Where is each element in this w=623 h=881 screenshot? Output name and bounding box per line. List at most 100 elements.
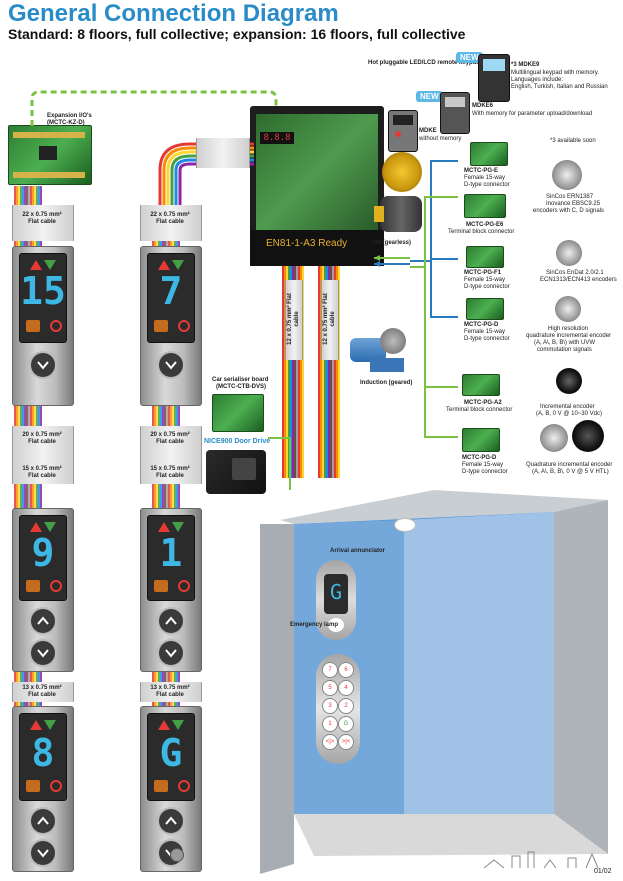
encoder-line1: Quadrature incremental encoder	[526, 462, 613, 468]
overload-icon	[178, 320, 190, 332]
pg-link-e6	[424, 196, 458, 198]
encoder-endat	[556, 240, 582, 266]
hall-station-15: 15	[12, 246, 74, 406]
call-down-button[interactable]	[29, 351, 57, 379]
cop-button-7[interactable]: G	[338, 716, 354, 732]
new-badge-mdke9: NEW	[456, 52, 483, 63]
door-drive-label: NICE900 Door Drive	[204, 438, 271, 445]
cop-button-0[interactable]: 7	[322, 662, 338, 678]
hall-station-8: 8	[12, 706, 74, 872]
direction-arrows-icon	[30, 260, 56, 270]
encoder-line1: Incremental encoder	[540, 404, 595, 410]
pg-card-name: MCTC-PG-D	[464, 322, 499, 328]
pg-card-name: MCTC-PG-F1	[464, 270, 501, 276]
cop-button-6[interactable]: 1	[322, 716, 338, 732]
cop-button-4[interactable]: 3	[322, 698, 338, 714]
pg-link-green	[410, 266, 424, 268]
induction-motor	[350, 324, 406, 374]
encoder-line2: (A, A\, B, B\, 0 V @ 5 V HTL)	[532, 469, 609, 475]
pg-card-desc2: D-type connector	[464, 182, 510, 188]
call-up-button[interactable]	[157, 607, 185, 635]
pm-motor-label: PM (gearless)	[372, 240, 412, 246]
floor-indicator: 7	[159, 269, 183, 313]
door-drive-unit	[206, 450, 266, 494]
car-speaker-icon	[328, 618, 344, 632]
overload-icon	[50, 320, 62, 332]
pg-link-e	[430, 160, 458, 162]
cable-sleeve-mid-right	[140, 426, 202, 484]
pg-card-desc2: D-type connector	[464, 336, 510, 342]
keypad-hot-label: Hot pluggable LED/LCD remote keypad (opt…	[368, 60, 509, 66]
mdke9-title: *3 MDKE9	[511, 62, 540, 68]
call-up-button[interactable]	[157, 807, 185, 835]
expansion-io-board	[8, 125, 92, 185]
call-up-button[interactable]	[29, 807, 57, 835]
main-controller: 8.8.8 EN81-1-A3 Ready	[250, 106, 384, 266]
encoder-quad-1	[540, 424, 568, 452]
cop-button-3[interactable]: 4	[338, 680, 354, 696]
cop-button-5[interactable]: 2	[338, 698, 354, 714]
arrival-annunciator-panel: G	[316, 560, 356, 640]
cable-label-12-right: 12 x 0.75 mm² Flat cable	[323, 293, 336, 345]
mdke6-keypad	[440, 92, 470, 134]
call-down-button[interactable]	[29, 639, 57, 667]
cop-button-1[interactable]: 6	[338, 662, 354, 678]
hall-station-g: G	[140, 706, 202, 872]
encoder-line2: (A, B, 0 V @ 10~30 Vdc)	[536, 411, 602, 417]
skyline-icon	[484, 851, 599, 869]
pm-motor-2	[374, 196, 422, 232]
mdke-title: MDKE	[419, 128, 437, 134]
pg-link-d2	[424, 436, 458, 438]
car-serialiser-board	[212, 394, 264, 432]
cable-sleeve-mid-left	[12, 426, 74, 484]
cop-button-2[interactable]: 5	[322, 680, 338, 696]
cop-button-8[interactable]: <|>	[322, 734, 338, 750]
encoder-line2: ECN1313/ECN413 encoders	[540, 277, 617, 283]
pg-link-d	[430, 316, 458, 318]
car-floor-indicator: G	[329, 580, 343, 604]
floor-indicator: G	[159, 731, 183, 775]
mdke9-desc1: Multilingual keypad with memory.	[511, 70, 599, 76]
overload-icon	[178, 580, 190, 592]
cop-button-9[interactable]: >|<	[338, 734, 354, 750]
mdke9-desc3: English, Turkish, Italian and Russian	[511, 84, 608, 90]
call-down-button[interactable]	[157, 639, 185, 667]
motor-link-arrows	[374, 255, 410, 267]
cable-sleeve-22-right	[140, 205, 202, 241]
cable-sleeve-13-right	[140, 682, 202, 702]
cable-label-12-left: 12 x 0.75 mm² Flat cable	[287, 293, 300, 345]
overload-icon	[50, 780, 62, 792]
disabled-access-icon	[154, 780, 168, 792]
direction-arrows-icon	[158, 522, 184, 532]
door-drive-link	[268, 437, 291, 490]
pg-card-desc2: D-type connector	[464, 284, 510, 290]
cable-sleeve-left	[285, 280, 303, 360]
mdke-keypad	[388, 110, 418, 152]
cable-sleeve-22-left	[12, 205, 74, 241]
pg-card-desc1: Female 15-way	[464, 277, 506, 283]
call-down-button[interactable]	[157, 351, 185, 379]
pg-link-blue	[410, 260, 430, 262]
overload-icon	[178, 780, 190, 792]
direction-arrows-icon	[30, 720, 56, 730]
mdke-desc: without memory	[419, 136, 462, 142]
call-up-button[interactable]	[29, 607, 57, 635]
car-serialiser-label: Car serialiser board	[212, 377, 269, 383]
direction-arrows-icon	[30, 522, 56, 532]
overload-icon	[50, 580, 62, 592]
encoder-line1: SinCos EnDat 2.0/2.1	[546, 270, 604, 276]
encoder-quad-2	[572, 420, 604, 452]
pg-card-d-2	[462, 428, 500, 452]
hall-station-9: 9	[12, 508, 74, 672]
page-number: 01/02	[594, 868, 612, 875]
call-down-button[interactable]	[29, 839, 57, 867]
pg-link-f1	[430, 258, 458, 260]
emergency-lamp-label: Emergency lamp	[290, 622, 339, 628]
mdke6-desc: With memory for parameter upload/downloa…	[472, 111, 593, 117]
